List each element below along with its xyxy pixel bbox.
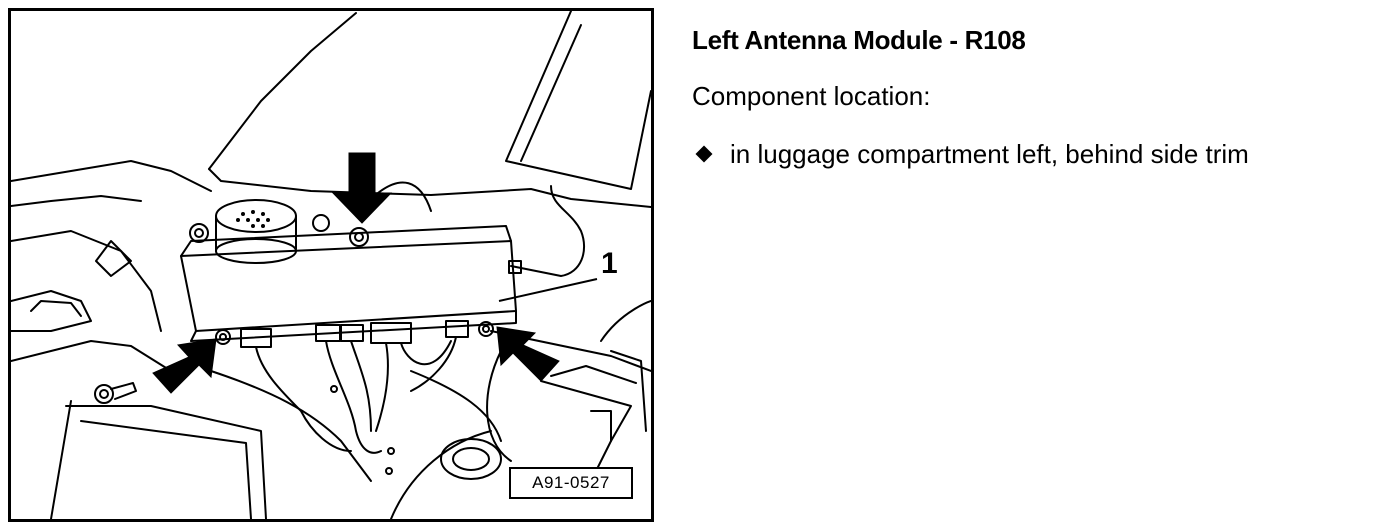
- arrow-right-icon: [496, 326, 560, 382]
- diamond-bullet-icon: [695, 145, 713, 163]
- section-subtitle: Component location:: [692, 81, 931, 111]
- page-title: Left Antenna Module - R108: [692, 25, 1026, 55]
- description-panel: Left Antenna Module - R108 Component loc…: [692, 22, 1382, 172]
- list-item-text: in luggage compartment left, behind side…: [730, 139, 1249, 169]
- arrow-top-icon: [331, 152, 393, 224]
- list-item: in luggage compartment left, behind side…: [692, 136, 1382, 172]
- callout-number: 1: [601, 247, 618, 280]
- arrow-left-icon: [152, 338, 217, 394]
- figure-reference-code: A91-0527: [509, 467, 633, 499]
- luggage-compartment-drawing: [11, 11, 651, 519]
- location-list: in luggage compartment left, behind side…: [692, 136, 1382, 172]
- technical-illustration: 1 A91-0527: [8, 8, 654, 522]
